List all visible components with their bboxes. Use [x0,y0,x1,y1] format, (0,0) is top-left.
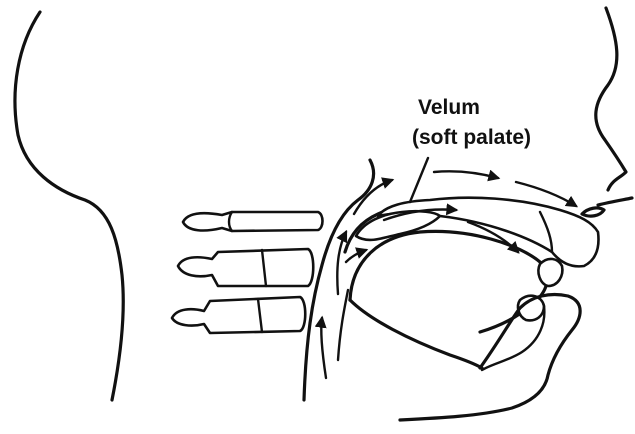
airflow-arrow [321,318,326,378]
upper-lip [598,198,632,205]
velum-label: Velum [418,96,480,119]
back-of-head-line [15,12,123,400]
jaw-outline [400,295,580,421]
nostril [582,208,604,216]
soft-palate-label: (soft palate) [412,126,531,149]
airflow-arrow [337,232,346,294]
airflow-arrow [434,171,498,178]
pharynx-back-wall [304,160,374,400]
cervical-vertebrae [172,212,323,333]
tongue-back [350,300,482,368]
vertebra-upper [183,212,323,231]
vertebra-middle [178,249,313,286]
vertebra-lower [172,297,305,333]
tongue-outline [350,231,547,332]
upper-tooth [538,259,562,286]
face-profile-line [596,8,626,190]
pharynx-inner-line [338,290,348,360]
velum-pointer-line [410,158,428,202]
